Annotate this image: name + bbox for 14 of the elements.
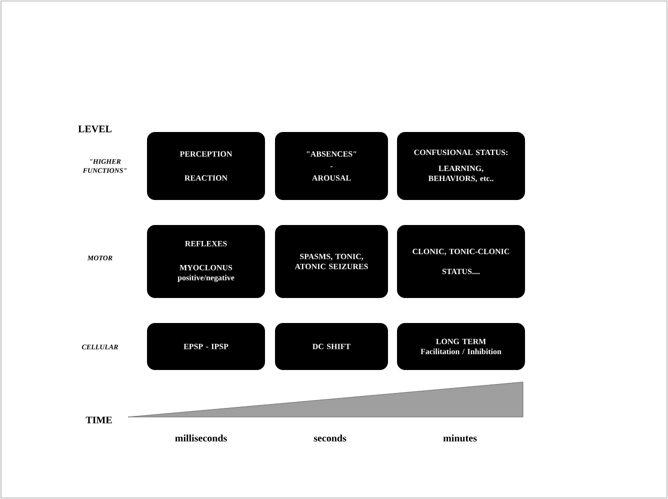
time-scale-label: milliseconds bbox=[175, 434, 227, 442]
level-box: "ABSENCES" - AROUSAL bbox=[275, 132, 388, 200]
level-box: CONFUSIONAL STATUS: LEARNING, BEHAVIORS, etc.. bbox=[397, 132, 525, 200]
level-box: PERCEPTION REACTION bbox=[147, 132, 265, 200]
level-label: LEVEL bbox=[78, 126, 112, 132]
level-box: LONG TERM Facilitation / Inhibition bbox=[397, 323, 525, 370]
axis-label: TIME bbox=[86, 416, 112, 424]
time-scale-label: seconds bbox=[314, 434, 346, 442]
level-box: DC SHIFT bbox=[275, 323, 388, 370]
level-box: SPASMS, TONIC, ATONIC SEIZURES bbox=[275, 225, 388, 298]
level-box: EPSP - IPSP bbox=[147, 323, 265, 370]
level-box: REFLEXES MYOCLONUS positive/negative bbox=[147, 225, 265, 298]
level-box: CLONIC, TONIC-CLONIC STATUS.... bbox=[397, 225, 525, 298]
time-scale-label: minutes bbox=[443, 434, 477, 442]
